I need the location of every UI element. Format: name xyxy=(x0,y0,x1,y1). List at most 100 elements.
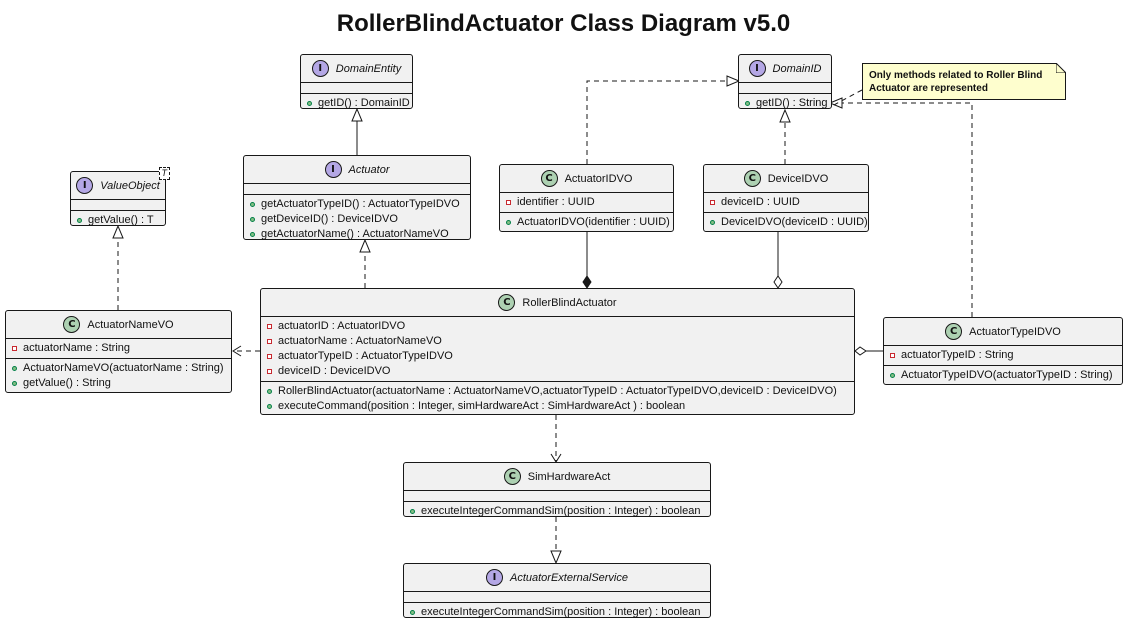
class-roller-blind-actuator[interactable]: C RollerBlindActuator actuatorID : Actua… xyxy=(260,288,855,415)
methods-section: ActuatorIDVO(identifier : UUID) xyxy=(500,213,673,232)
method-signature: getActuatorName() : ActuatorNameVO xyxy=(261,228,449,240)
public-visibility-icon xyxy=(307,101,312,106)
class-actuator-id-vo[interactable]: C ActuatorIDVO identifier : UUID Actuato… xyxy=(499,164,674,232)
field-row: actuatorName : String xyxy=(12,341,225,356)
class-name: DomainID xyxy=(772,62,822,75)
interface-badge-icon: I xyxy=(311,60,329,77)
public-visibility-icon xyxy=(12,381,17,386)
note-line: Only methods related to Roller Blind xyxy=(869,70,1043,81)
class-domain-id[interactable]: I DomainID getID() : String xyxy=(738,54,832,109)
field-signature: actuatorName : ActuatorNameVO xyxy=(278,335,442,347)
methods-section: RollerBlindActuator(actuatorName : Actua… xyxy=(261,382,854,416)
field-signature: deviceID : DeviceIDVO xyxy=(278,365,391,377)
method-row: getActuatorTypeID() : ActuatorTypeIDVO xyxy=(250,197,464,212)
private-visibility-icon xyxy=(506,200,511,205)
note: Only methods related to Roller Blind Act… xyxy=(862,63,1066,100)
note-fold-icon xyxy=(1056,63,1066,73)
fields-section: actuatorID : ActuatorIDVO actuatorName :… xyxy=(261,317,854,382)
note-line: Actuator are represented xyxy=(869,83,988,94)
private-visibility-icon xyxy=(267,354,272,359)
private-visibility-icon xyxy=(12,346,17,351)
fields-section: identifier : UUID xyxy=(500,193,673,213)
class-actuator-name-vo[interactable]: C ActuatorNameVO actuatorName : String A… xyxy=(5,310,232,393)
arrowhead-hollow-triangle xyxy=(828,97,843,109)
link-actuatoridvo-implements-domainid xyxy=(586,80,727,164)
arrowhead-open xyxy=(232,345,242,357)
fields-section: actuatorTypeID : String xyxy=(884,346,1122,366)
fields-section xyxy=(739,83,831,94)
class-sim-hardware-act[interactable]: C SimHardwareAct executeIntegerCommandSi… xyxy=(403,462,711,517)
private-visibility-icon xyxy=(267,369,272,374)
method-signature: getActuatorTypeID() : ActuatorTypeIDVO xyxy=(261,198,460,210)
field-row: identifier : UUID xyxy=(506,195,667,210)
class-header: I ActuatorExternalService xyxy=(404,564,710,592)
public-visibility-icon xyxy=(77,218,82,223)
class-badge-icon: C xyxy=(945,323,963,340)
class-header: C DeviceIDVO xyxy=(704,165,868,193)
fields-section: actuatorName : String xyxy=(6,339,231,359)
class-device-id-vo[interactable]: C DeviceIDVO deviceID : UUID DeviceIDVO(… xyxy=(703,164,869,232)
field-row: actuatorTypeID : ActuatorTypeIDVO xyxy=(267,349,848,364)
class-badge-icon: C xyxy=(540,170,558,187)
method-row: RollerBlindActuator(actuatorName : Actua… xyxy=(267,384,848,399)
method-signature: executeIntegerCommandSim(position : Inte… xyxy=(421,606,701,618)
arrowhead-hollow-triangle xyxy=(726,75,741,87)
class-value-object[interactable]: T I ValueObject getValue() : T xyxy=(70,167,170,228)
fields-section xyxy=(404,592,710,603)
public-visibility-icon xyxy=(250,217,255,222)
private-visibility-icon xyxy=(710,200,715,205)
class-actuator-external-service[interactable]: I ActuatorExternalService executeInteger… xyxy=(403,563,711,618)
diamond-hollow xyxy=(854,346,867,356)
public-visibility-icon xyxy=(250,202,255,207)
method-row: ActuatorTypeIDVO(actuatorTypeID : String… xyxy=(890,368,1116,383)
method-row: getActuatorName() : ActuatorNameVO xyxy=(250,227,464,242)
private-visibility-icon xyxy=(890,353,895,358)
class-name: ActuatorTypeIDVO xyxy=(969,325,1061,338)
class-name: Actuator xyxy=(348,163,390,176)
methods-section: executeIntegerCommandSim(position : Inte… xyxy=(404,603,710,622)
arrowhead-hollow-triangle xyxy=(779,108,791,123)
public-visibility-icon xyxy=(12,366,17,371)
public-visibility-icon xyxy=(710,220,715,225)
class-header: I ValueObject xyxy=(71,172,165,200)
method-signature: DeviceIDVO(deviceID : UUID) xyxy=(721,216,868,228)
field-row: deviceID : DeviceIDVO xyxy=(267,364,848,379)
arrowhead-hollow-triangle xyxy=(112,224,124,239)
diamond-filled xyxy=(582,275,592,289)
method-row: getID() : DomainID xyxy=(307,96,410,111)
type-parameter: T xyxy=(158,167,170,180)
fields-section xyxy=(404,491,710,502)
method-signature: ActuatorIDVO(identifier : UUID) xyxy=(517,216,670,228)
field-signature: deviceID : UUID xyxy=(721,196,800,208)
public-visibility-icon xyxy=(506,220,511,225)
class-header: C ActuatorIDVO xyxy=(500,165,673,193)
interface-badge-icon: I xyxy=(486,569,503,586)
class-actuator[interactable]: I Actuator getActuatorTypeID() : Actuato… xyxy=(243,155,471,240)
methods-section: ActuatorTypeIDVO(actuatorTypeID : String… xyxy=(884,366,1122,385)
method-signature: ActuatorTypeIDVO(actuatorTypeID : String… xyxy=(901,369,1113,381)
field-row: actuatorName : ActuatorNameVO xyxy=(267,334,848,349)
field-signature: actuatorTypeID : ActuatorTypeIDVO xyxy=(278,350,453,362)
class-domain-entity[interactable]: I DomainEntity getID() : DomainID xyxy=(300,54,413,109)
fields-section xyxy=(71,200,165,211)
method-row: getDeviceID() : DeviceIDVO xyxy=(250,212,464,227)
methods-section: executeIntegerCommandSim(position : Inte… xyxy=(404,502,710,521)
method-row: getValue() : T xyxy=(77,213,159,228)
diagram-title: RollerBlindActuator Class Diagram v5.0 xyxy=(336,10,791,37)
field-row: deviceID : UUID xyxy=(710,195,862,210)
class-name: ActuatorIDVO xyxy=(564,172,633,185)
field-signature: actuatorID : ActuatorIDVO xyxy=(278,320,406,332)
arrowhead-hollow-triangle xyxy=(550,550,562,565)
arrowhead-hollow-triangle xyxy=(359,238,371,253)
interface-badge-icon: I xyxy=(324,161,342,178)
method-row: ActuatorNameVO(actuatorName : String) xyxy=(12,361,225,376)
class-header: I Actuator xyxy=(244,156,470,184)
public-visibility-icon xyxy=(410,610,415,615)
method-signature: getValue() : String xyxy=(23,377,111,389)
public-visibility-icon xyxy=(745,101,750,106)
method-row: getValue() : String xyxy=(12,376,225,391)
class-actuator-type-id-vo[interactable]: C ActuatorTypeIDVO actuatorTypeID : Stri… xyxy=(883,317,1123,385)
method-signature: getID() : String xyxy=(756,97,828,109)
field-row: actuatorTypeID : String xyxy=(890,348,1116,363)
